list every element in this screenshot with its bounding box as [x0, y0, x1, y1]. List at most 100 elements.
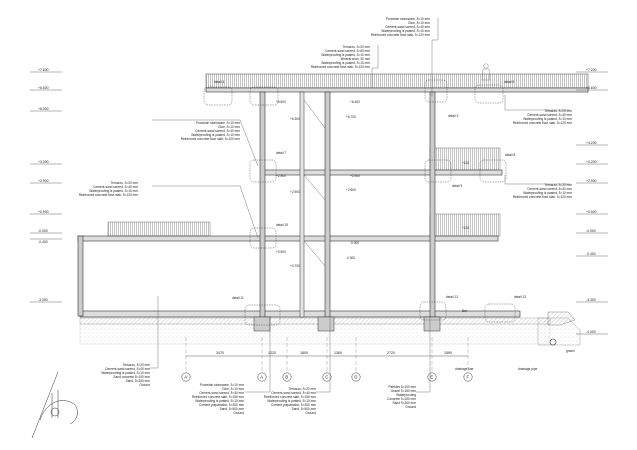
level-label: +7.600: [38, 68, 49, 72]
note-leaders: [150, 18, 570, 393]
layer-note: Reinforced concrete slab, δ=150 mm: [264, 395, 317, 399]
misc-notes: +102 +102 drainage line drainage pipe gr…: [455, 161, 575, 371]
layer-note: Reinforced concrete floor slab, δ=120 mm: [181, 137, 241, 141]
right-level-labels: +7.200 +6.600 +4.200 +3.200 +2.900 +0.90…: [586, 68, 597, 334]
layer-note: Cement preparation, δ=300 mm: [199, 403, 244, 407]
layer-note: Waterproofing is pasted, δ=10 mm: [523, 117, 572, 121]
note-bottom-2: Porcelain stoneware, δ=10 mm Glue, δ=10 …: [192, 383, 245, 415]
layer-note: Waterproofing is pasted, δ=10 mm: [523, 191, 572, 195]
layer-note: Ground: [305, 411, 316, 415]
dimension-value: 2720: [387, 351, 395, 355]
layer-note: Sand δ=300 mm: [393, 401, 417, 405]
note-left-middle: Terrazzo, δ=20 mm Cement-sand screed, δ=…: [79, 181, 139, 197]
floor-mark: +6.700: [346, 115, 356, 119]
layer-note: Cement-sand screed, δ=40 mm: [527, 113, 572, 117]
detail-label: detail 11: [232, 296, 244, 300]
layer-note: Terrazzo, δ=20 mm: [343, 45, 371, 49]
layer-note: Ground: [139, 383, 150, 387]
layer-note: Cement-sand screed, δ=40 mm: [105, 367, 150, 371]
level-label: -0.400: [38, 240, 48, 244]
axis-bubble: [463, 372, 473, 382]
layer-note: Waterproofing is pasted, δ=10 mm: [101, 371, 150, 375]
level-label: -0.000: [38, 229, 48, 233]
detail-label: detail 7: [276, 151, 287, 155]
note-bottom-4: Pebbles δ=100 mm Gravel δ=150 mm Waterpr…: [387, 385, 416, 409]
layer-note: Sand, δ=500 mm: [292, 407, 317, 411]
level-label: +2.900: [586, 179, 597, 183]
layer-note: Glue, δ=10 mm: [222, 387, 244, 391]
level-label: +6.600: [38, 86, 49, 90]
layer-note: Reinforced concrete floor slab, δ=120 mm: [371, 33, 431, 37]
floor-mark: +2.900: [290, 190, 300, 194]
note-right-middle: Terrazzo, δ=20 mm Cement-sand screed, δ=…: [513, 183, 573, 199]
layer-note: Waterproofing is pasted, δ=10 mm: [267, 399, 316, 403]
note-label: drainage line: [455, 367, 473, 371]
axis-label: E: [430, 375, 433, 380]
floor-mark: +6.300: [290, 117, 300, 121]
floor-mark: +2.900: [276, 174, 286, 178]
layer-note: Porcelain stoneware, δ=10 mm: [386, 17, 430, 21]
floor-mark: -0.000: [350, 241, 359, 245]
layer-note: Reinforced concrete floor slab, δ=120 mm: [513, 195, 573, 199]
note-label: +102: [462, 161, 469, 165]
dimension-values: 3470 1220 1800 1360 2720 1590: [216, 351, 452, 355]
layer-note: Terrazzo, δ=20 mm: [545, 109, 573, 113]
layer-note: Reinforced concrete slab, δ=150 mm: [192, 395, 245, 399]
layer-note: Glue, δ=10 mm: [408, 21, 430, 25]
building-structure: [77, 63, 589, 346]
detail-label: detail 13: [514, 295, 526, 299]
axis-bubble: [181, 372, 191, 382]
note-bottom-1: Terrazzo, δ=20 mm Cement-sand screed, δ=…: [101, 363, 150, 387]
dimension-value: 1590: [444, 351, 452, 355]
level-label: +2.900: [38, 179, 49, 183]
layer-note: Reinforced concrete floor slab, δ=120 mm: [311, 65, 371, 69]
layer-note: Cement-sand screed, δ=40 mm: [271, 391, 316, 395]
layer-note: Cement-sand screed, δ=40 mm: [195, 129, 240, 133]
floor-mark: +2.600: [346, 188, 356, 192]
axis-label: A: [260, 375, 263, 380]
layer-note: Glue, δ=10 mm: [218, 125, 240, 129]
level-label: +0.900: [586, 210, 597, 214]
note-label: +102: [462, 226, 469, 230]
layer-note: Sand, δ=300 mm: [126, 379, 151, 383]
level-label: -3.300: [38, 298, 48, 302]
layer-note: Cement-sand screed, δ=40 mm: [385, 25, 430, 29]
floor-mark: +6.300: [350, 100, 360, 104]
layer-note: Mineral wool, 30 mm: [341, 57, 371, 61]
axis-label: B: [285, 375, 288, 380]
layer-note: Ground: [233, 411, 244, 415]
floor-mark: -0.300: [346, 256, 355, 260]
level-label: +3.300: [38, 160, 49, 164]
level-label: -3.300: [586, 298, 596, 302]
level-label: +6.600: [586, 86, 597, 90]
axis-label: F: [467, 375, 470, 380]
detail-label: detail 3: [448, 114, 459, 118]
note-label: Bm: [462, 309, 467, 313]
dimension-value: 1360: [334, 351, 342, 355]
note-roof-top: Porcelain stoneware, δ=10 mm Glue, δ=10 …: [371, 17, 431, 37]
layer-note: Cement-sand screed, δ=60 mm: [325, 49, 370, 53]
detail-label: detail 12: [446, 295, 458, 299]
detail-callouts: [203, 79, 516, 326]
layer-note: Cement-sand screed, δ=40 mm: [93, 185, 138, 189]
note-label: gravel: [566, 349, 575, 353]
level-label: -0.000: [586, 229, 596, 233]
detail-label: detail 15: [276, 223, 288, 227]
note-bottom-3: Terrazzo, δ=20 mm Cement-sand screed, δ=…: [264, 387, 317, 415]
floor-mark: +0.700: [290, 264, 300, 268]
axis-label: C: [325, 375, 328, 380]
layer-note: Waterproofing is pasted, δ=10 mm: [381, 29, 430, 33]
note-label: drainage pipe: [518, 367, 538, 371]
detail-label: detail 8: [505, 153, 516, 157]
level-label: +0.900: [38, 210, 49, 214]
layer-note: Sand, δ=500 mm: [220, 407, 245, 411]
layer-note: Porcelain stoneware, δ=10 mm: [196, 121, 240, 125]
axis-bubbles: A' A B C D E F: [181, 372, 473, 382]
floor-mark: +0.900: [276, 250, 286, 254]
layer-note: Terrazzo, δ=20 mm: [545, 183, 573, 187]
layer-note: Waterproofing is pasted, δ=10 mm: [195, 399, 244, 403]
dimension-value: 3470: [216, 351, 224, 355]
layer-note: Reinforced concrete floor slab, δ=120 mm: [513, 121, 573, 125]
layer-note: Reinforced concrete floor slab, δ=120 mm: [79, 193, 139, 197]
